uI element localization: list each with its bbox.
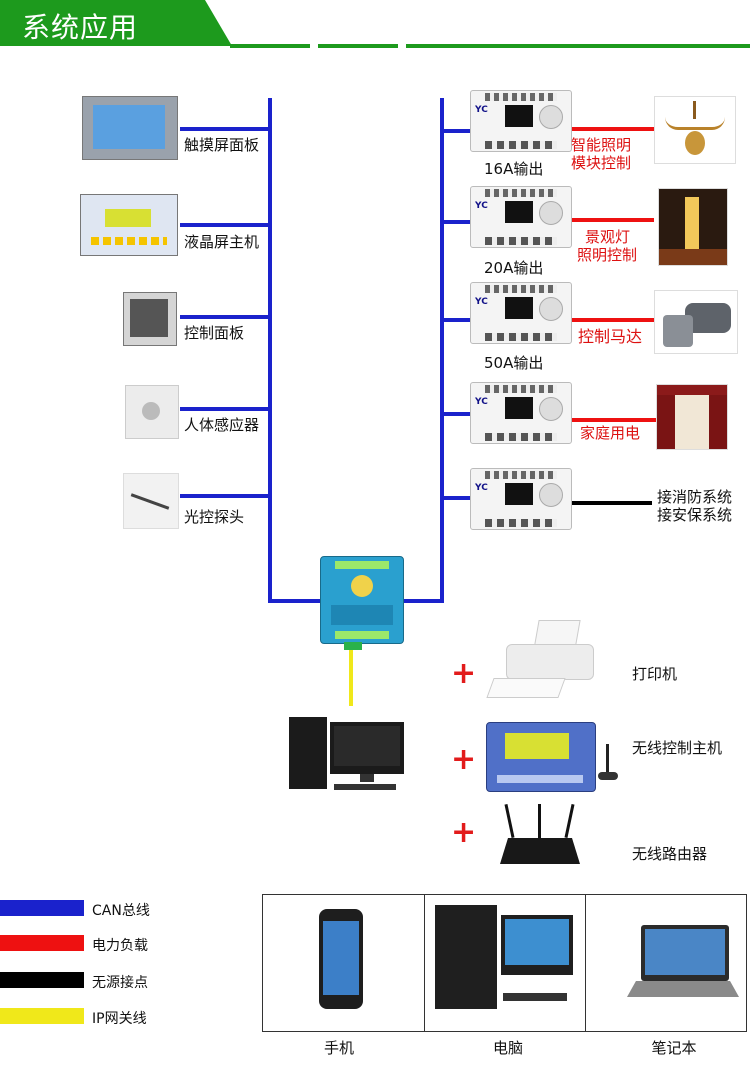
can-bus-branch [440,318,470,322]
header-banner [0,0,232,46]
plus-icon: + [451,742,477,777]
terminal-label: 电脑 [492,1039,523,1057]
laptop-base-image [627,981,739,997]
module-target-label: 控制马达 [578,327,643,346]
can-bus-branch [180,407,270,411]
can-bus-branch [180,223,270,227]
gateway-module [320,556,404,644]
router-image [498,804,582,868]
legend-swatch-ip [0,1008,84,1024]
wireless-host-image [486,722,596,792]
legend-swatch-passive [0,972,84,988]
terminal-label: 笔记本 [651,1039,697,1057]
can-bus-right-vertical [440,98,444,603]
header-stripe [230,44,310,48]
module-target-label: 家庭用电 [580,424,641,442]
legend-label: 电力负载 [92,938,148,954]
legend-label: 无源接点 [92,975,148,991]
header-stripe [318,44,398,48]
module-target-label: 智能照明 [571,136,632,154]
touch-screen-panel-label: 触摸屏面板 [184,136,260,154]
antenna-icon [596,744,620,780]
terminal-label: 手机 [323,1039,354,1057]
can-bus-branch [440,129,470,133]
body-sensor-image [125,385,179,439]
lighting-module: YC [470,90,572,152]
passive-contact-wire [572,501,652,505]
legend-swatch-can [0,900,84,916]
body-sensor-label: 人体感应器 [184,416,260,434]
touch-screen-panel-image [82,96,178,160]
laptop-screen-image [641,925,729,981]
lighting-module: YC [470,186,572,248]
legend-label: CAN总线 [92,903,150,919]
pc-tower-image [289,717,327,789]
page-title: 系统应用 [22,11,139,44]
peripheral-label: 打印机 [632,665,678,683]
ip-gateway-wire [349,650,353,706]
printer-image [486,620,594,700]
phone-image [319,909,363,1009]
can-bus-to-gateway [268,599,320,603]
lcd-host-label: 液晶屏主机 [184,233,260,251]
can-bus-branch [180,494,270,498]
computer-keyboard-image [503,993,567,1001]
can-bus-to-gateway [402,599,442,603]
can-bus-branch [180,127,270,131]
light-sensor-label: 光控探头 [184,508,245,526]
power-load-wire [572,318,656,322]
lighting-module: YC [470,468,572,530]
chandelier-image [654,96,736,164]
peripheral-label: 无线控制主机 [632,739,723,757]
can-bus-left-vertical [268,98,272,603]
plus-icon: + [451,656,477,691]
control-panel-image [123,292,177,346]
computer-monitor-image [501,915,573,975]
pc-monitor-image [330,722,404,774]
can-bus-branch [180,315,270,319]
pc-monitor-stand [360,774,374,782]
lcd-host-image [80,194,178,256]
legend-label: IP网关线 [92,1011,147,1027]
can-bus-branch [440,220,470,224]
module-output-label: 20A输出 [484,259,544,277]
module-output-label: 50A输出 [484,354,544,372]
module-target-label: 模块控制 [571,154,632,172]
peripheral-label: 无线路由器 [632,845,708,863]
module-target-label: 照明控制 [577,246,638,264]
module-target-label: 接安保系统 [657,506,733,524]
light-sensor-image [123,473,179,529]
control-panel-label: 控制面板 [184,324,245,342]
motor-image [654,290,738,354]
legend-swatch-power [0,935,84,951]
power-load-wire [572,218,654,222]
power-load-wire [572,127,654,131]
plus-icon: + [451,815,477,850]
pc-keyboard-image [334,784,396,790]
module-output-label: 16A输出 [484,160,544,178]
landscape-light-image [658,188,728,266]
module-target-label: 景观灯 [585,228,631,246]
can-bus-branch [440,496,470,500]
gateway-terminal [344,642,362,650]
curtain-room-image [656,384,728,450]
header-stripe [406,44,750,48]
module-target-label: 接消防系统 [657,488,733,506]
power-load-wire [572,418,656,422]
terminal-devices-table [262,894,747,1032]
can-bus-branch [440,412,470,416]
lighting-module: YC [470,382,572,444]
lighting-module: YC [470,282,572,344]
computer-tower-image [435,905,497,1009]
